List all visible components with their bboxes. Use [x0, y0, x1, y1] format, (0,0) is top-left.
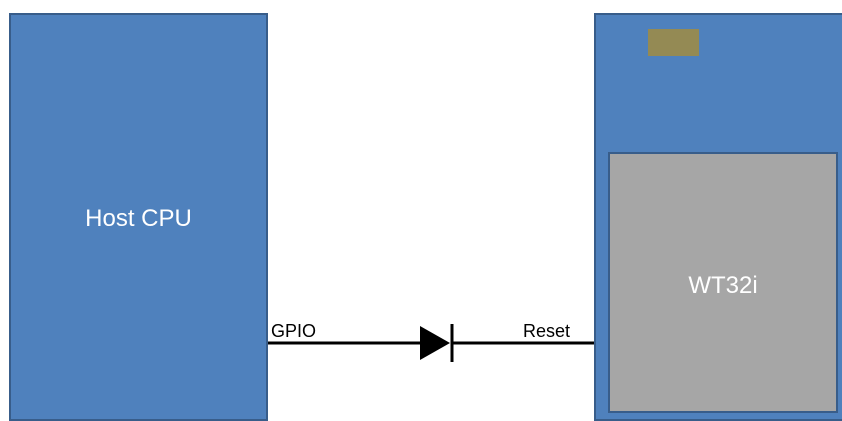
chip-pad	[648, 29, 699, 56]
host-cpu-block: Host CPU	[9, 13, 268, 421]
wt32i-module: WT32i	[608, 152, 838, 413]
wt32i-board-block: WT32i	[594, 13, 842, 421]
reset-label: Reset	[523, 321, 571, 341]
host-cpu-label: Host CPU	[85, 205, 192, 232]
gpio-label: GPIO	[271, 321, 317, 341]
diode-icon	[420, 324, 454, 362]
wt32i-label: WT32i	[688, 272, 758, 299]
